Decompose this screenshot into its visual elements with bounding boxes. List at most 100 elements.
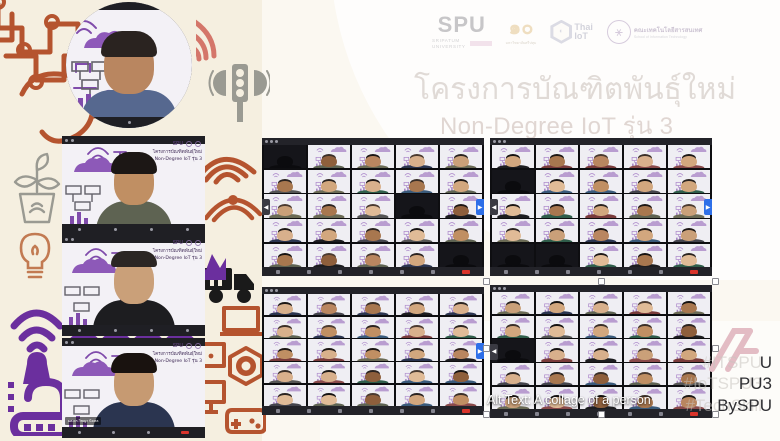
participant-tile[interactable]: [351, 339, 395, 361]
collage-3-next-page-icon[interactable]: ▶: [476, 343, 484, 359]
participant-tile[interactable]: [264, 194, 307, 218]
participant-tile[interactable]: [579, 243, 623, 267]
participant-tile[interactable]: [351, 194, 395, 218]
collage-2-zoom-toolbar[interactable]: [490, 267, 712, 276]
participant-tile[interactable]: [307, 145, 351, 169]
participant-tile[interactable]: [579, 169, 623, 193]
participant-tile[interactable]: [264, 243, 307, 267]
participant-tile[interactable]: [579, 363, 623, 386]
participant-tile[interactable]: [535, 363, 579, 386]
speaker-tile-3[interactable]: SPU โครงการบัณฑิตพันธุ์ใหม่ Non-Degree I…: [62, 235, 205, 336]
participant-tile[interactable]: [492, 219, 535, 243]
participant-tile[interactable]: [307, 316, 351, 338]
participant-tile[interactable]: [535, 169, 579, 193]
participant-tile[interactable]: [264, 362, 307, 384]
resize-handle-top-left[interactable]: [483, 278, 490, 285]
participant-tile[interactable]: [439, 362, 482, 384]
speaker-4-zoom-toolbar[interactable]: [62, 427, 205, 438]
participant-tile[interactable]: [307, 169, 351, 193]
participant-tile[interactable]: [351, 316, 395, 338]
participant-tile[interactable]: [439, 243, 482, 267]
participant-tile[interactable]: [264, 316, 307, 338]
zoom-collage-bottom-left[interactable]: ▶: [262, 287, 484, 415]
collage-3-zoom-toolbar[interactable]: [262, 406, 484, 415]
participant-tile[interactable]: [395, 384, 439, 406]
speaker-tile-4[interactable]: SPU โครงการบัณฑิตพันธุ์ใหม่ Non-Degree I…: [62, 338, 205, 438]
participant-tile[interactable]: [492, 386, 535, 409]
participant-tile[interactable]: [623, 339, 667, 362]
participant-tile[interactable]: [667, 363, 710, 386]
participant-tile[interactable]: [351, 243, 395, 267]
resize-handle-bottom-center[interactable]: [598, 411, 605, 418]
participant-tile[interactable]: [535, 194, 579, 218]
participant-tile[interactable]: [264, 384, 307, 406]
zoom-collage-top-left[interactable]: ◀ ▶: [262, 138, 484, 276]
participant-tile[interactable]: [351, 294, 395, 316]
participant-tile[interactable]: [439, 194, 482, 218]
participant-tile[interactable]: [264, 219, 307, 243]
participant-tile[interactable]: [264, 169, 307, 193]
zoom-collage-bottom-right[interactable]: ◀: [490, 285, 712, 418]
participant-tile[interactable]: [535, 145, 579, 169]
collage-1-zoom-toolbar[interactable]: [262, 267, 484, 276]
participant-tile[interactable]: [307, 362, 351, 384]
participant-tile[interactable]: [623, 315, 667, 338]
resize-handle-bottom-left[interactable]: [483, 411, 490, 418]
resize-handle-top-right[interactable]: [712, 278, 719, 285]
participant-tile[interactable]: [535, 243, 579, 267]
speaker-3-zoom-toolbar[interactable]: [62, 325, 205, 336]
participant-tile[interactable]: [395, 194, 439, 218]
participant-tile[interactable]: [623, 145, 667, 169]
participant-tile[interactable]: [351, 145, 395, 169]
participant-tile[interactable]: [439, 145, 482, 169]
participant-tile[interactable]: [439, 294, 482, 316]
participant-tile[interactable]: [492, 292, 535, 315]
speaker-tile-2[interactable]: SPU โครงการบัณฑิตพันธุ์ใหม่ Non-Degree I…: [62, 136, 205, 235]
participant-tile[interactable]: [307, 194, 351, 218]
participant-tile[interactable]: [623, 386, 667, 409]
participant-tile[interactable]: [579, 219, 623, 243]
participant-tile[interactable]: [623, 219, 667, 243]
participant-tile[interactable]: [395, 316, 439, 338]
participant-tile[interactable]: [579, 339, 623, 362]
participant-tile[interactable]: [492, 315, 535, 338]
participant-tile[interactable]: [667, 219, 710, 243]
participant-tile[interactable]: [307, 339, 351, 361]
participant-tile[interactable]: [307, 294, 351, 316]
speaker-tile-1[interactable]: SPU: [66, 2, 192, 128]
participant-tile[interactable]: [439, 169, 482, 193]
participant-tile[interactable]: [579, 315, 623, 338]
participant-tile[interactable]: [623, 292, 667, 315]
participant-tile[interactable]: [395, 219, 439, 243]
participant-tile[interactable]: [395, 169, 439, 193]
participant-tile[interactable]: [395, 243, 439, 267]
participant-tile[interactable]: [535, 339, 579, 362]
participant-tile[interactable]: [535, 219, 579, 243]
collage-4-prev-page-icon[interactable]: ◀: [490, 343, 498, 360]
participant-tile[interactable]: [579, 292, 623, 315]
participant-tile[interactable]: [439, 339, 482, 361]
participant-tile[interactable]: [395, 339, 439, 361]
participant-tile[interactable]: [535, 292, 579, 315]
participant-tile[interactable]: [307, 384, 351, 406]
collage-2-next-page-icon[interactable]: ▶: [704, 199, 712, 215]
collage-2-prev-page-icon[interactable]: ◀: [490, 199, 498, 215]
participant-tile[interactable]: [492, 169, 535, 193]
resize-handle-middle-right[interactable]: [712, 345, 719, 352]
participant-tile[interactable]: [492, 339, 535, 362]
participant-tile[interactable]: [667, 169, 710, 193]
participant-tile[interactable]: [667, 386, 710, 409]
collage-1-prev-page-icon[interactable]: ◀: [262, 199, 270, 215]
participant-tile[interactable]: [667, 292, 710, 315]
speaker-1-zoom-toolbar[interactable]: [66, 117, 192, 128]
resize-handle-top-center[interactable]: [598, 278, 605, 285]
participant-tile[interactable]: [623, 243, 667, 267]
participant-tile[interactable]: [579, 386, 623, 409]
participant-tile[interactable]: [492, 145, 535, 169]
participant-tile[interactable]: [439, 219, 482, 243]
participant-tile[interactable]: [623, 363, 667, 386]
zoom-collage-top-right[interactable]: ◀ ▶: [490, 138, 712, 276]
participant-tile[interactable]: [439, 316, 482, 338]
participant-tile[interactable]: [667, 339, 710, 362]
participant-tile[interactable]: [351, 362, 395, 384]
